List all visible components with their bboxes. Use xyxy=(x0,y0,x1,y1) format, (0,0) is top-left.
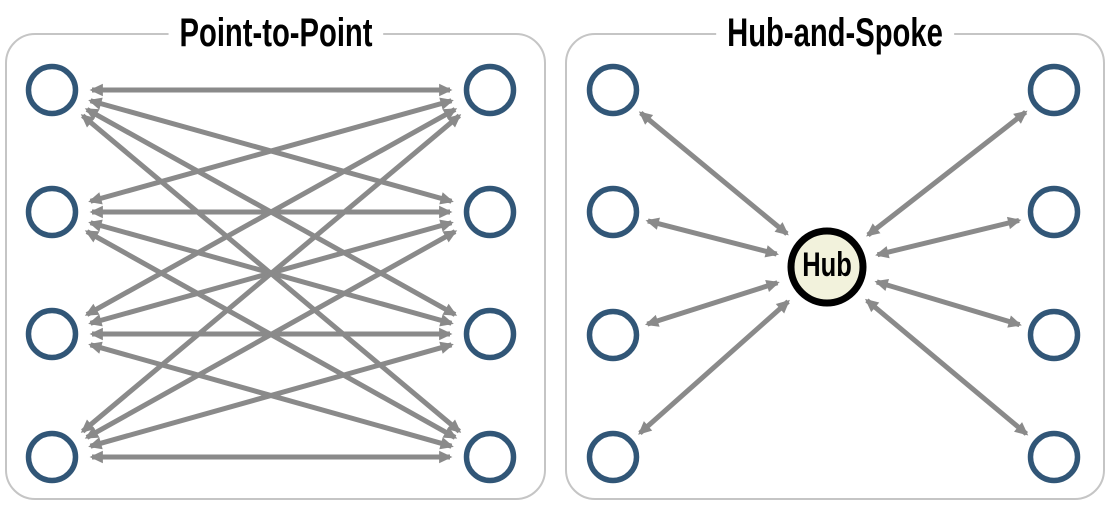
node-circle xyxy=(25,185,79,239)
node-circle xyxy=(586,185,640,239)
point-to-point-title: Point-to-Point xyxy=(168,11,383,55)
node-circle xyxy=(1027,308,1081,362)
node-circle xyxy=(586,63,640,117)
node-circle xyxy=(586,430,640,484)
connection-arrow xyxy=(645,217,779,258)
node-circle xyxy=(1027,430,1081,484)
hub-circle xyxy=(787,227,867,307)
node-circle xyxy=(1027,63,1081,117)
hub-label: Hub xyxy=(802,245,852,284)
node-circle xyxy=(25,307,79,361)
hub-and-spoke-title: Hub-and-Spoke xyxy=(716,11,954,55)
node-circle xyxy=(463,307,517,361)
node-circle xyxy=(463,63,517,117)
connection-arrow xyxy=(645,280,780,327)
connection-arrow xyxy=(638,111,789,236)
node-circle xyxy=(586,308,640,362)
node-circle xyxy=(463,430,517,484)
connection-arrow xyxy=(865,298,1029,436)
connection-arrow xyxy=(866,110,1028,237)
connection-arrow xyxy=(875,216,1022,259)
connection-arrow xyxy=(88,341,454,450)
connection-arrow xyxy=(638,299,790,435)
node-circle xyxy=(463,185,517,239)
connection-arrow xyxy=(874,279,1022,328)
node-circle xyxy=(25,63,79,117)
node-circle xyxy=(1027,185,1081,239)
node-circle xyxy=(25,430,79,484)
